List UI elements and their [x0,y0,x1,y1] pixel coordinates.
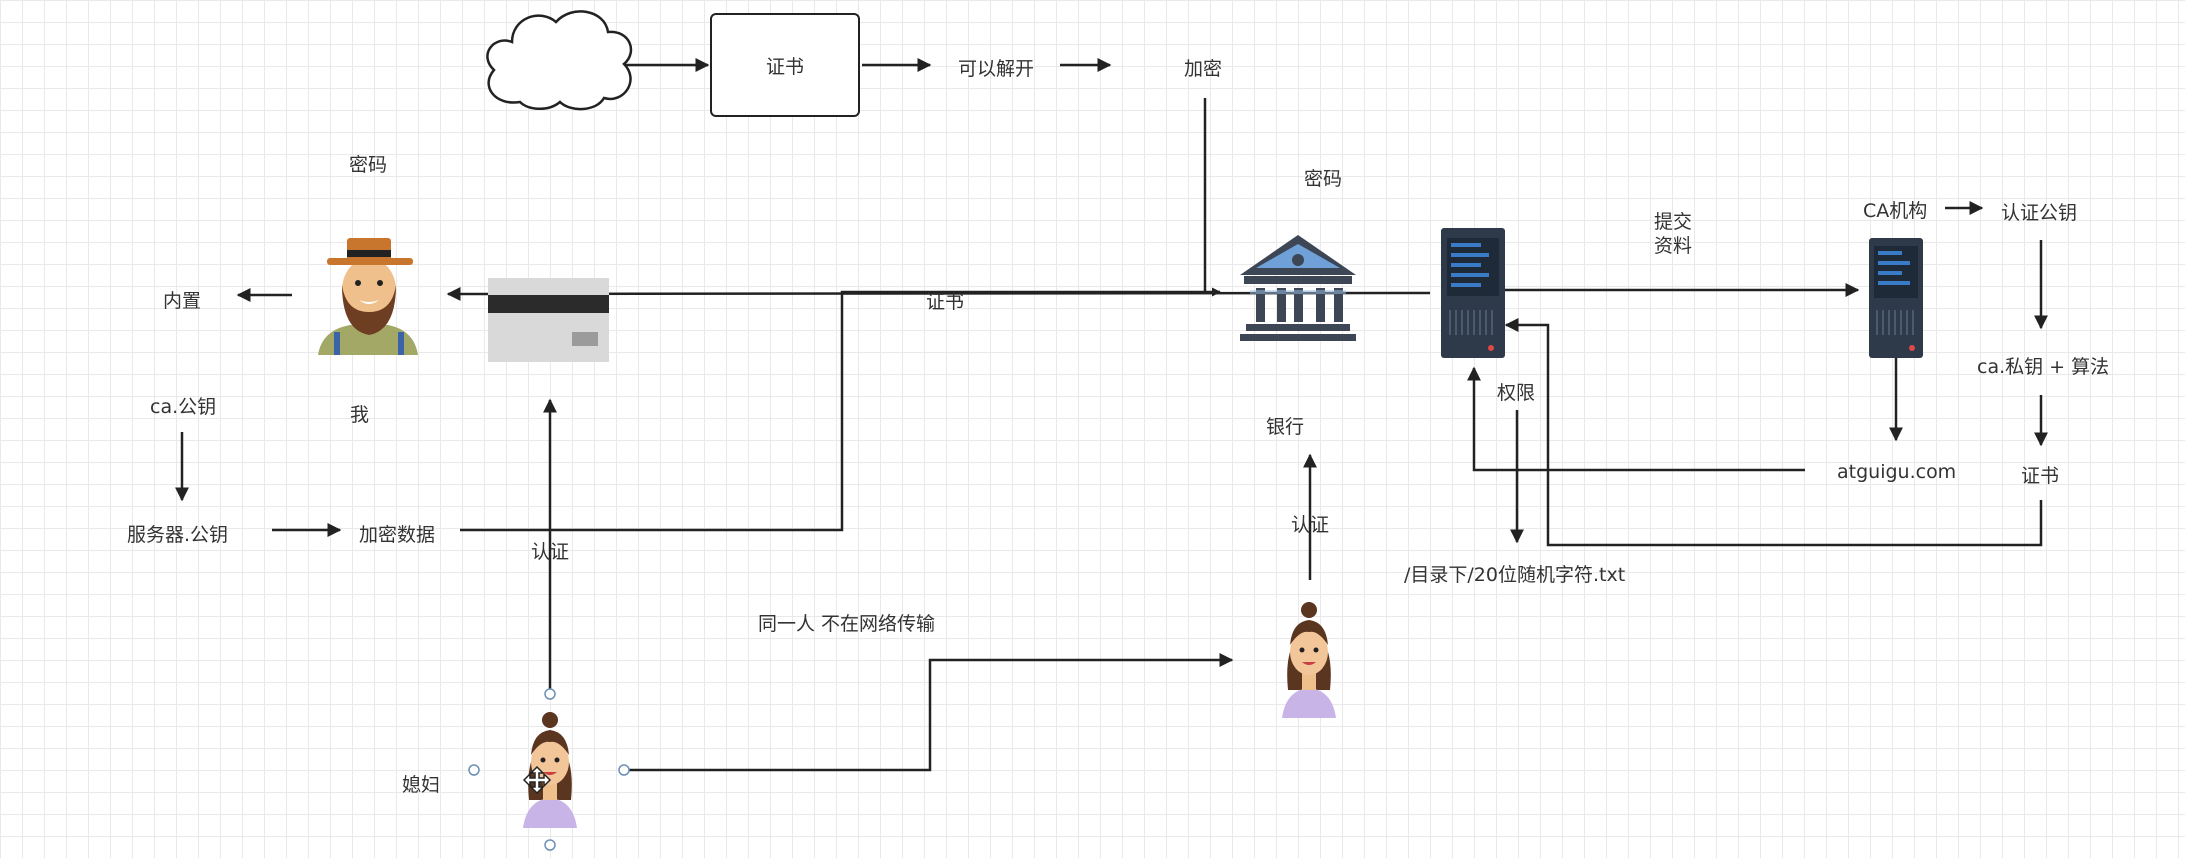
label-auth-pubkey[interactable]: 认证公钥 [2001,202,2078,224]
label-password-left[interactable]: 密码 [349,154,388,176]
bank-card-icon[interactable] [488,278,609,362]
woman-avatar-icon[interactable] [523,712,577,828]
label-encrypt-top[interactable]: 加密 [1184,58,1223,80]
label-encrypted-data[interactable]: 加密数据 [359,524,436,546]
arrow-same-person [626,653,1234,772]
bank-building-icon[interactable] [1240,235,1356,341]
move-cursor-icon [522,765,552,795]
selection-handles[interactable] [468,688,630,851]
label-domain[interactable]: atguigu.com [1837,461,1957,483]
label-submit-docs[interactable]: 提交 资料 [1654,211,1693,257]
label-txt-path[interactable]: /目录下/20位随机字符.txt [1404,564,1626,586]
label-bank[interactable]: 银行 [1266,416,1305,438]
label-permission[interactable]: 权限 [1497,382,1536,404]
label-same-person[interactable]: 同一人 不在网络传输 [758,613,936,635]
label-certificate-line[interactable]: 证书 [926,291,965,313]
label-me[interactable]: 我 [350,404,370,426]
connectors [175,58,2048,772]
label-ca-privkey[interactable]: ca.私钥 + 算法 [1977,356,2110,378]
line-enc-to-bank [460,287,1221,532]
label-ca-pubkey[interactable]: ca.公钥 [150,396,217,418]
server-icon[interactable] [1869,238,1923,358]
label-server-pubkey[interactable]: 服务器.公钥 [127,524,229,546]
label-auth-right[interactable]: 认证 [1291,514,1330,536]
label-ca-org[interactable]: CA机构 [1863,200,1928,222]
label-cert-right[interactable]: 证书 [2021,465,2060,487]
label-can-decrypt[interactable]: 可以解开 [958,58,1035,80]
line-domain-to-main [1467,366,1805,472]
server-icon[interactable] [1441,228,1505,358]
label-password-bank[interactable]: 密码 [1304,168,1343,190]
label-auth-left[interactable]: 认证 [531,541,570,563]
label-builtin[interactable]: 内置 [163,290,202,312]
line-cert-to-main [1504,318,2043,547]
man-avatar-icon[interactable] [318,238,418,355]
woman-avatar-icon[interactable] [1282,602,1336,718]
label-wife[interactable]: 媳妇 [402,774,441,796]
certificate-box[interactable]: 证书 [710,13,860,117]
cloud-icon[interactable] [486,10,633,111]
